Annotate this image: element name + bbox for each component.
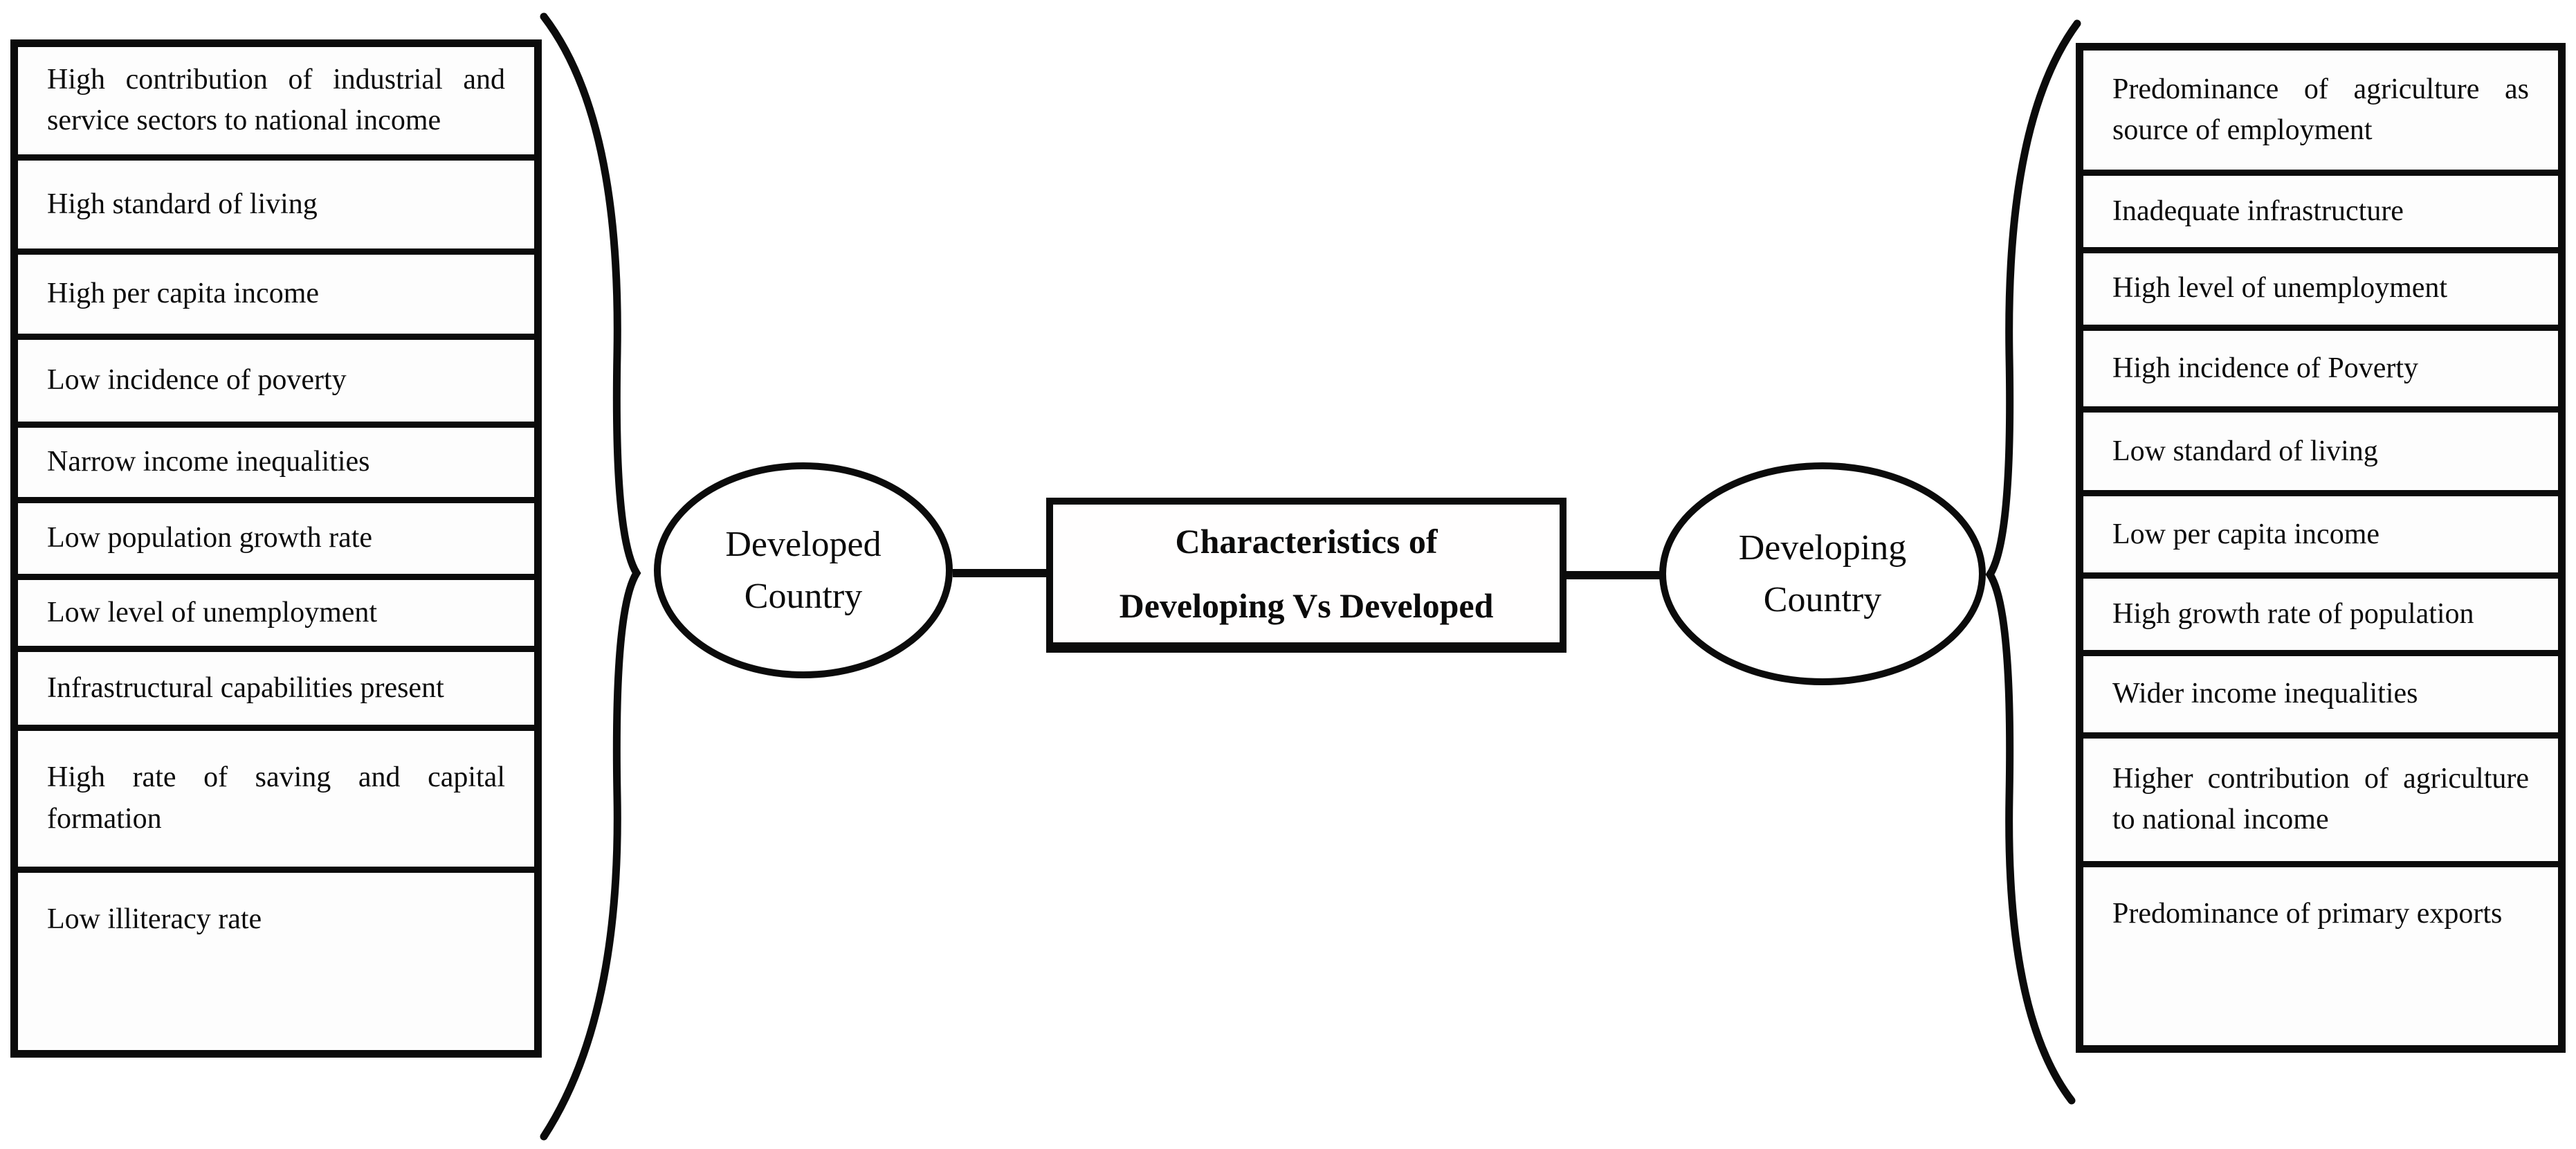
trait-text: Inadequate infrastructure	[2112, 194, 2404, 227]
trait-row: High growth rate of population	[2083, 579, 2558, 656]
trait-text: Low illiteracy rate	[47, 903, 262, 935]
right-curly-brace	[1985, 19, 2081, 1105]
trait-row: Narrow income inequalities	[18, 428, 534, 504]
trait-text: High contribution of industrial and serv…	[47, 63, 505, 137]
developed-country-label: Developed Country	[725, 518, 881, 623]
trait-row: Predominance of agriculture as source of…	[2083, 51, 2558, 177]
developing-country-label: Developing Country	[1739, 522, 1907, 626]
trait-text: High level of unemployment	[2112, 272, 2448, 305]
trait-row: High level of unemployment	[2083, 253, 2558, 331]
trait-row: High standard of living	[18, 161, 534, 255]
node-label-line: Developing	[1738, 527, 1907, 568]
diagram-title-line-2: Developing Vs Developed	[1119, 586, 1494, 625]
trait-text: Infrastructural capabilities present	[47, 671, 444, 704]
trait-text: Low level of unemployment	[47, 596, 378, 628]
trait-text: Narrow income inequalities	[47, 446, 370, 478]
trait-row: Wider income inequalities	[2083, 656, 2558, 739]
trait-text: Predominance of agriculture as source of…	[2112, 73, 2529, 147]
trait-text: Low incidence of poverty	[47, 364, 347, 397]
trait-text: Predominance of primary exports	[2112, 897, 2503, 930]
node-label-line: Country	[744, 577, 863, 616]
developed-country-node: Developed Country	[654, 462, 953, 678]
trait-row: High contribution of industrial and serv…	[18, 47, 534, 161]
trait-text: High per capita income	[47, 278, 320, 310]
diagram-title-box: Characteristics of Developing Vs Develop…	[1046, 498, 1566, 653]
node-label-line: Country	[1763, 580, 1882, 619]
trait-row: Low incidence of poverty	[18, 340, 534, 428]
trait-text: Low standard of living	[2112, 435, 2378, 467]
trait-row: High per capita income	[18, 255, 534, 340]
trait-text: High growth rate of population	[2112, 597, 2474, 630]
trait-row: Low level of unemployment	[18, 580, 534, 653]
trait-row: Low population growth rate	[18, 503, 534, 580]
trait-text: Wider income inequalities	[2112, 678, 2418, 710]
connector-title-to-developing	[1565, 571, 1663, 579]
trait-text: High standard of living	[47, 188, 318, 220]
node-label-line: Developed	[725, 524, 881, 564]
trait-text: High incidence of Poverty	[2112, 352, 2419, 384]
trait-row: Inadequate infrastructure	[2083, 176, 2558, 253]
trait-row: High incidence of Poverty	[2083, 331, 2558, 413]
trait-row: Predominance of primary exports	[2083, 867, 2558, 1045]
trait-text: Higher contribution of agriculture to na…	[2112, 762, 2529, 836]
trait-text: High rate of saving and capital formatio…	[47, 761, 505, 835]
trait-row: Infrastructural capabilities present	[18, 652, 534, 732]
developed-country-traits-table: High contribution of industrial and serv…	[10, 39, 542, 1058]
trait-row: Low illiteracy rate	[18, 873, 534, 1050]
diagram-title-line-1: Characteristics of	[1175, 522, 1438, 561]
connector-developed-to-title	[953, 569, 1050, 577]
developing-country-traits-table: Predominance of agriculture as source of…	[2076, 43, 2566, 1053]
trait-text: Low population growth rate	[47, 522, 373, 554]
trait-row: Higher contribution of agriculture to na…	[2083, 739, 2558, 867]
trait-row: Low standard of living	[2083, 413, 2558, 497]
developing-country-node: Developing Country	[1659, 462, 1986, 685]
left-curly-brace	[540, 12, 641, 1141]
trait-text: Low per capita income	[2112, 518, 2379, 550]
trait-row: Low per capita income	[2083, 496, 2558, 579]
trait-row: High rate of saving and capital formatio…	[18, 731, 534, 873]
